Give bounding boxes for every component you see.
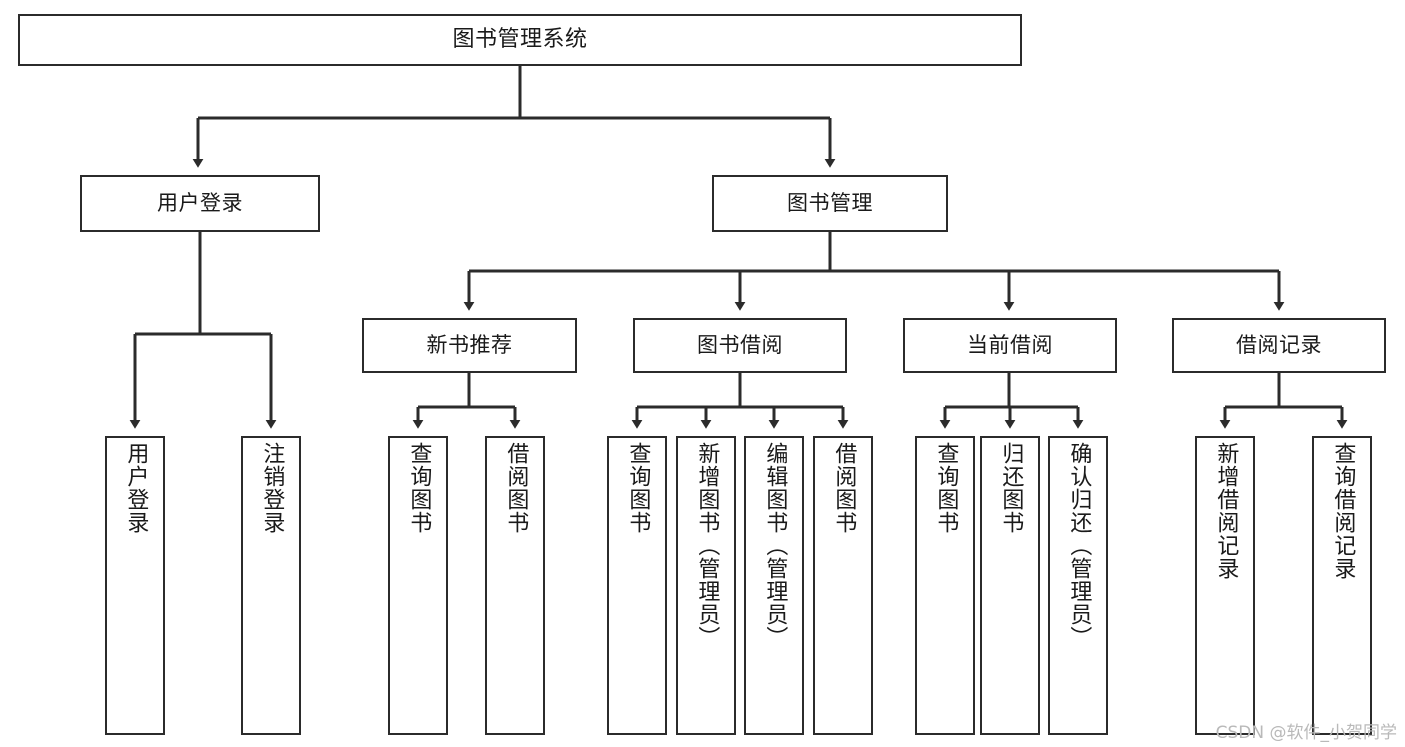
- node-leaf-confirm-return-label: 确认归还（管理员）: [1066, 442, 1092, 649]
- node-borrow-record-label: 借阅记录: [1236, 333, 1322, 358]
- node-leaf-query-book-3[interactable]: 查询图书: [915, 436, 975, 735]
- node-root[interactable]: 图书管理系统: [18, 14, 1022, 66]
- node-user-login-label: 用户登录: [157, 191, 243, 216]
- node-book-borrow-label: 图书借阅: [697, 333, 783, 358]
- node-root-label: 图书管理系统: [452, 27, 588, 53]
- node-leaf-confirm-return[interactable]: 确认归还（管理员）: [1048, 436, 1108, 735]
- node-leaf-query-book-2[interactable]: 查询图书: [607, 436, 667, 735]
- node-book-borrow[interactable]: 图书借阅: [633, 318, 847, 373]
- node-current-borrow-label: 当前借阅: [967, 333, 1053, 358]
- node-leaf-return-book[interactable]: 归还图书: [980, 436, 1040, 735]
- node-leaf-user-login[interactable]: 用户登录: [105, 436, 165, 735]
- node-leaf-edit-book-label: 编辑图书（管理员）: [762, 442, 788, 649]
- watermark: CSDN @软件_小贺同学: [1215, 723, 1397, 743]
- node-leaf-add-book-label: 新增图书（管理员）: [694, 442, 720, 649]
- node-borrow-record[interactable]: 借阅记录: [1172, 318, 1386, 373]
- node-book-manage[interactable]: 图书管理: [712, 175, 948, 232]
- node-leaf-add-book[interactable]: 新增图书（管理员）: [676, 436, 736, 735]
- node-leaf-borrow-book-1[interactable]: 借阅图书: [485, 436, 545, 735]
- node-leaf-query-record[interactable]: 查询借阅记录: [1312, 436, 1372, 735]
- node-leaf-return-book-label: 归还图书: [998, 442, 1024, 534]
- node-leaf-edit-book[interactable]: 编辑图书（管理员）: [744, 436, 804, 735]
- node-new-book-rec[interactable]: 新书推荐: [362, 318, 577, 373]
- node-leaf-query-book-1[interactable]: 查询图书: [388, 436, 448, 735]
- node-new-book-rec-label: 新书推荐: [426, 333, 513, 358]
- node-leaf-borrow-book-2[interactable]: 借阅图书: [813, 436, 873, 735]
- node-leaf-borrow-book-2-label: 借阅图书: [831, 442, 857, 534]
- node-current-borrow[interactable]: 当前借阅: [903, 318, 1117, 373]
- node-book-manage-label: 图书管理: [787, 191, 873, 216]
- node-leaf-add-record[interactable]: 新增借阅记录: [1195, 436, 1255, 735]
- node-leaf-query-record-label: 查询借阅记录: [1330, 442, 1356, 580]
- node-leaf-query-book-3-label: 查询图书: [933, 442, 959, 534]
- node-leaf-user-logout[interactable]: 注销登录: [241, 436, 301, 735]
- node-leaf-user-login-label: 用户登录: [123, 442, 149, 534]
- node-leaf-query-book-2-label: 查询图书: [625, 442, 651, 534]
- node-leaf-borrow-book-1-label: 借阅图书: [503, 442, 529, 534]
- node-leaf-query-book-1-label: 查询图书: [406, 442, 432, 534]
- node-leaf-add-record-label: 新增借阅记录: [1213, 442, 1239, 580]
- node-user-login[interactable]: 用户登录: [80, 175, 320, 232]
- node-leaf-user-logout-label: 注销登录: [259, 442, 285, 534]
